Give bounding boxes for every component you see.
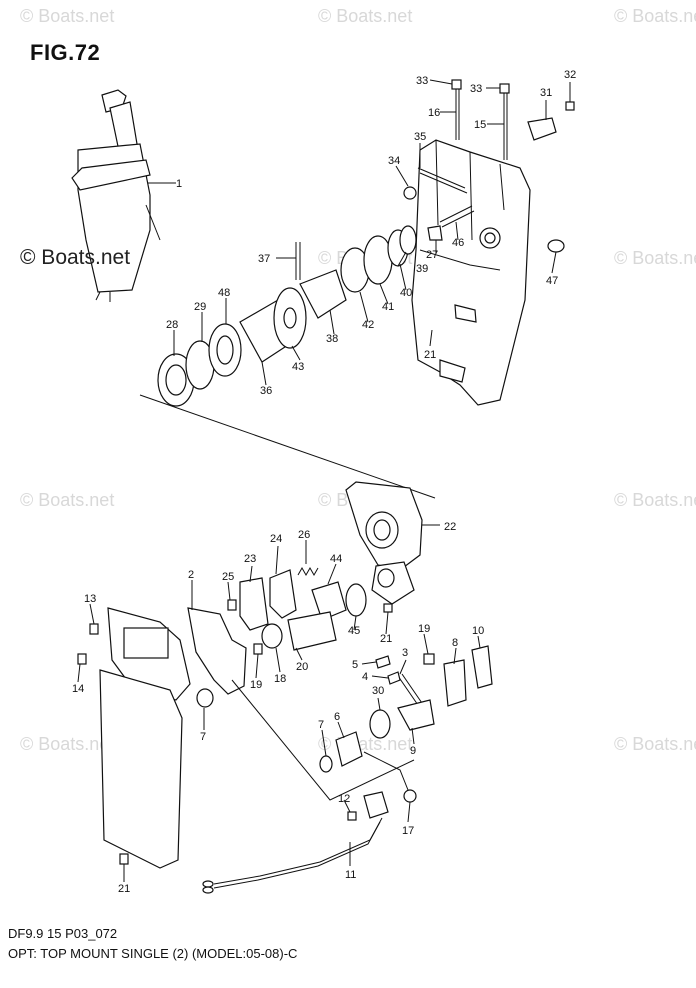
callout-label: 1 xyxy=(176,178,182,190)
callout-label: 6 xyxy=(334,711,340,723)
watermark-prominent: © Boats.net xyxy=(20,246,131,269)
callout-label: 31 xyxy=(540,87,552,99)
callout-label: 19 xyxy=(250,679,262,691)
watermark: © Boats.net xyxy=(318,6,413,26)
callout-label: 3 xyxy=(402,647,408,659)
callout-label: 26 xyxy=(298,529,310,541)
callout-label: 10 xyxy=(472,625,484,637)
callout-label: 34 xyxy=(388,155,400,167)
callout-label: 7 xyxy=(200,731,206,743)
callout-label: 22 xyxy=(444,521,456,533)
callout-label: 17 xyxy=(402,825,414,837)
callout-label: 2 xyxy=(188,569,194,581)
callout-label: 23 xyxy=(244,553,256,565)
callout-label: 29 xyxy=(194,301,206,313)
callout-label: 37 xyxy=(258,253,270,265)
callout-label: 8 xyxy=(452,637,458,649)
callout-label: 36 xyxy=(260,385,272,397)
watermark: © Boats.net xyxy=(20,734,115,754)
callout-label: 27 xyxy=(426,249,438,261)
watermark: © Boats.net xyxy=(614,6,696,26)
callout-label: 35 xyxy=(414,131,426,143)
callout-label: 44 xyxy=(330,553,342,565)
callout-labels: 1 2 3 4 5 6 7 7 8 9 10 11 12 13 14 15 16… xyxy=(72,69,576,895)
callout-label: 30 xyxy=(372,685,384,697)
watermark: © Boats.net xyxy=(614,490,696,510)
callout-label: 33 xyxy=(470,83,482,95)
callout-label: 16 xyxy=(428,107,440,119)
watermark: © Boats.net xyxy=(614,734,696,754)
callout-label: 41 xyxy=(382,301,394,313)
callout-label: 20 xyxy=(296,661,308,673)
callout-label: 40 xyxy=(400,287,412,299)
callout-label: 9 xyxy=(410,745,416,757)
callout-label: 47 xyxy=(546,275,558,287)
callout-label: 7 xyxy=(318,719,324,731)
callout-label: 48 xyxy=(218,287,230,299)
callout-label: 42 xyxy=(362,319,374,331)
callout-label: 32 xyxy=(564,69,576,81)
figure-caption: OPT: TOP MOUNT SINGLE (2) (MODEL:05-08)-… xyxy=(8,946,298,961)
callout-label: 28 xyxy=(166,319,178,331)
callout-label: 13 xyxy=(84,593,96,605)
callout-label: 5 xyxy=(352,659,358,671)
callout-label: 25 xyxy=(222,571,234,583)
figure-code: DF9.9 15 P03_072 xyxy=(8,926,118,941)
upper-bracket-drawing xyxy=(403,79,575,406)
leader-lines xyxy=(77,79,571,882)
callout-label: 21 xyxy=(118,883,130,895)
callout-label: 21 xyxy=(380,633,392,645)
callout-label: 43 xyxy=(292,361,304,373)
callout-label: 18 xyxy=(274,673,286,685)
callout-label: 39 xyxy=(416,263,428,275)
callout-label: 15 xyxy=(474,119,486,131)
callout-label: 33 xyxy=(416,75,428,87)
callout-label: 12 xyxy=(338,793,350,805)
callout-label: 19 xyxy=(418,623,430,635)
callout-label: 4 xyxy=(362,671,368,683)
callout-label: 38 xyxy=(326,333,338,345)
callout-label: 14 xyxy=(72,683,84,695)
callout-label: 24 xyxy=(270,533,282,545)
watermark: © Boats.net xyxy=(20,490,115,510)
control-box-drawing xyxy=(71,89,176,302)
callout-label: 11 xyxy=(345,869,356,881)
shaft-stack-drawing xyxy=(139,225,436,499)
callout-label: 21 xyxy=(424,349,436,361)
watermark: © Boats.net xyxy=(614,248,696,268)
watermark: © Boats.net xyxy=(20,6,115,26)
callout-label: 46 xyxy=(452,237,464,249)
lower-assembly-drawing xyxy=(77,481,493,894)
callout-label: 45 xyxy=(348,625,360,637)
figure-title: FIG.72 xyxy=(30,40,101,65)
